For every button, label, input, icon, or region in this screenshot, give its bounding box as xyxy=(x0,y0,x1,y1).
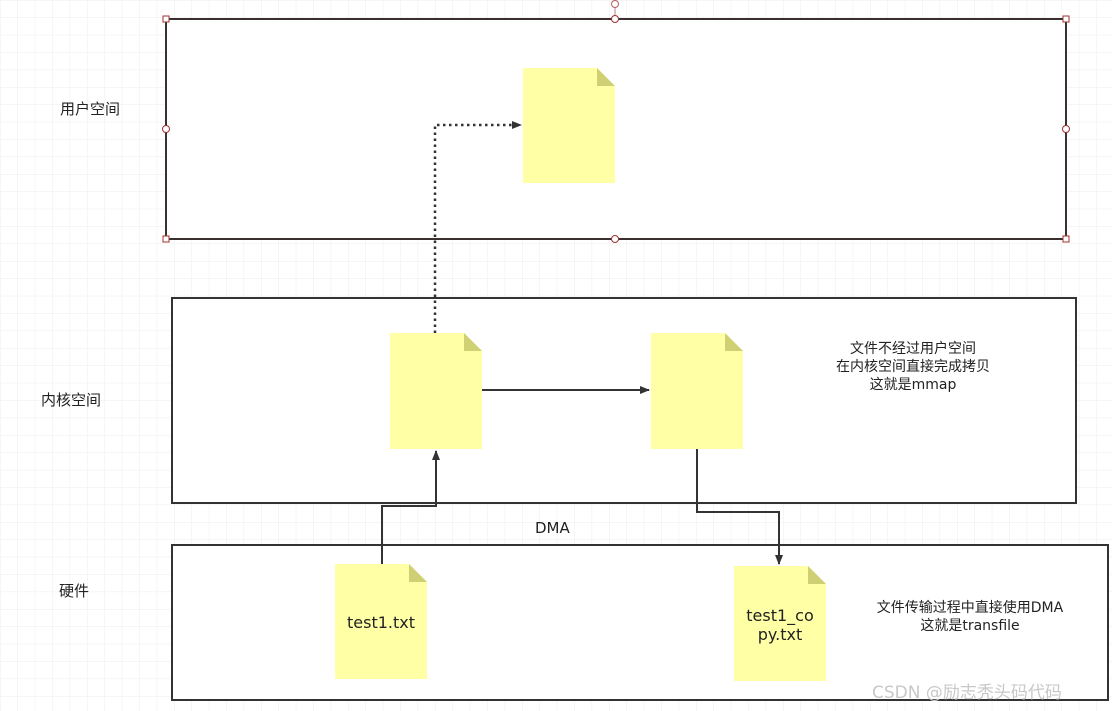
copy-file-name-line2: py.txt xyxy=(758,625,802,644)
copy-file-name-line1: test1_co xyxy=(746,606,814,626)
hardware-note-line1: 文件传输过程中直接使用DMA xyxy=(877,599,1064,616)
label-kernel-space: 内核空间 xyxy=(41,391,101,409)
mmap-dotted-arrow[interactable] xyxy=(433,121,522,333)
dma-write-arrow[interactable] xyxy=(696,449,783,565)
label-user-space: 用户空间 xyxy=(60,100,120,118)
hardware-document-copy[interactable]: test1_co py.txt xyxy=(734,566,826,681)
watermark: CSDN @励志秃头码代码 xyxy=(872,683,1062,703)
hardware-document-source[interactable]: test1.txt xyxy=(335,564,427,679)
user-document[interactable] xyxy=(523,68,615,183)
resize-handle[interactable] xyxy=(1062,125,1070,133)
resize-handle[interactable] xyxy=(162,125,170,133)
label-hardware: 硬件 xyxy=(59,582,89,600)
rotate-handle[interactable] xyxy=(611,0,619,8)
resize-handle[interactable] xyxy=(611,235,619,243)
dma-label: DMA xyxy=(535,519,570,537)
kernel-note-line3: 这就是mmap xyxy=(870,376,957,393)
dma-read-arrow[interactable] xyxy=(381,450,440,564)
resize-handle[interactable] xyxy=(162,235,170,243)
kernel-document-copy[interactable] xyxy=(651,333,743,449)
resize-handle[interactable] xyxy=(162,15,170,23)
hardware-box[interactable] xyxy=(171,544,1109,701)
kernel-space-box[interactable] xyxy=(171,297,1077,504)
kernel-note-line2: 在内核空间直接完成拷贝 xyxy=(836,358,990,375)
resize-handle[interactable] xyxy=(1062,15,1070,23)
kernel-document-source[interactable] xyxy=(390,333,482,449)
kernel-note-line1: 文件不经过用户空间 xyxy=(850,340,976,357)
source-file-name: test1.txt xyxy=(347,613,415,632)
resize-handle[interactable] xyxy=(611,15,619,23)
resize-handle[interactable] xyxy=(1062,235,1070,243)
user-space-box[interactable] xyxy=(162,0,1070,243)
hardware-note-line2: 这就是transfile xyxy=(920,617,1019,634)
